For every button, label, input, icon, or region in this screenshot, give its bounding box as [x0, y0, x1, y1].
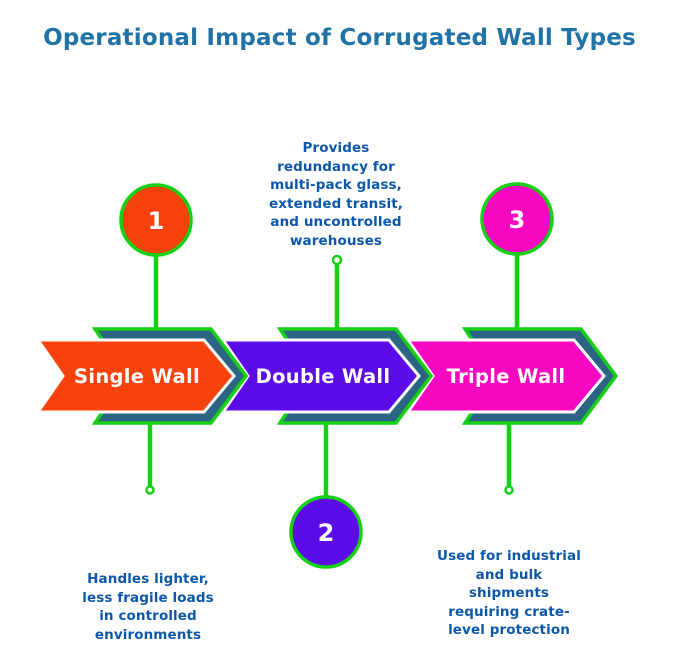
connector-endpoint-dot-step3 — [504, 485, 514, 495]
step-number-3: 3 — [509, 206, 526, 234]
step-badge-circle-1 — [119, 183, 193, 257]
step-badge-2: 2 — [289, 495, 363, 569]
connector-endpoint-dot-step2 — [331, 254, 343, 266]
step-badge-1: 1 — [119, 183, 193, 257]
step-note-double-wall: Provides redundancy for multi-pack glass… — [268, 140, 404, 249]
chevron-label-2: Double Wall — [256, 365, 391, 388]
chevron-arrow-1 — [35, 338, 236, 414]
chevron-double-wall: Double Wall — [220, 327, 434, 425]
step-note-triple-wall: Used for industrial and bulk shipments r… — [437, 548, 581, 638]
step-badge-circle-2 — [289, 495, 363, 569]
step-number-1: 1 — [148, 207, 165, 235]
chevron-triple-wall: Triple Wall — [405, 327, 619, 425]
step-badge-circle-3 — [480, 182, 554, 256]
chevron-label-3: Triple Wall — [447, 365, 566, 388]
connector-endpoint-dot-step1 — [145, 485, 155, 495]
page-title: Operational Impact of Corrugated Wall Ty… — [43, 25, 636, 51]
chevron-label-1: Single Wall — [74, 365, 200, 388]
step-badge-3: 3 — [480, 182, 554, 256]
step-note-single-wall: Handles lighter, less fragile loads in c… — [82, 571, 214, 643]
step-number-2: 2 — [318, 519, 335, 547]
chevron-single-wall: Single Wall — [35, 327, 249, 425]
